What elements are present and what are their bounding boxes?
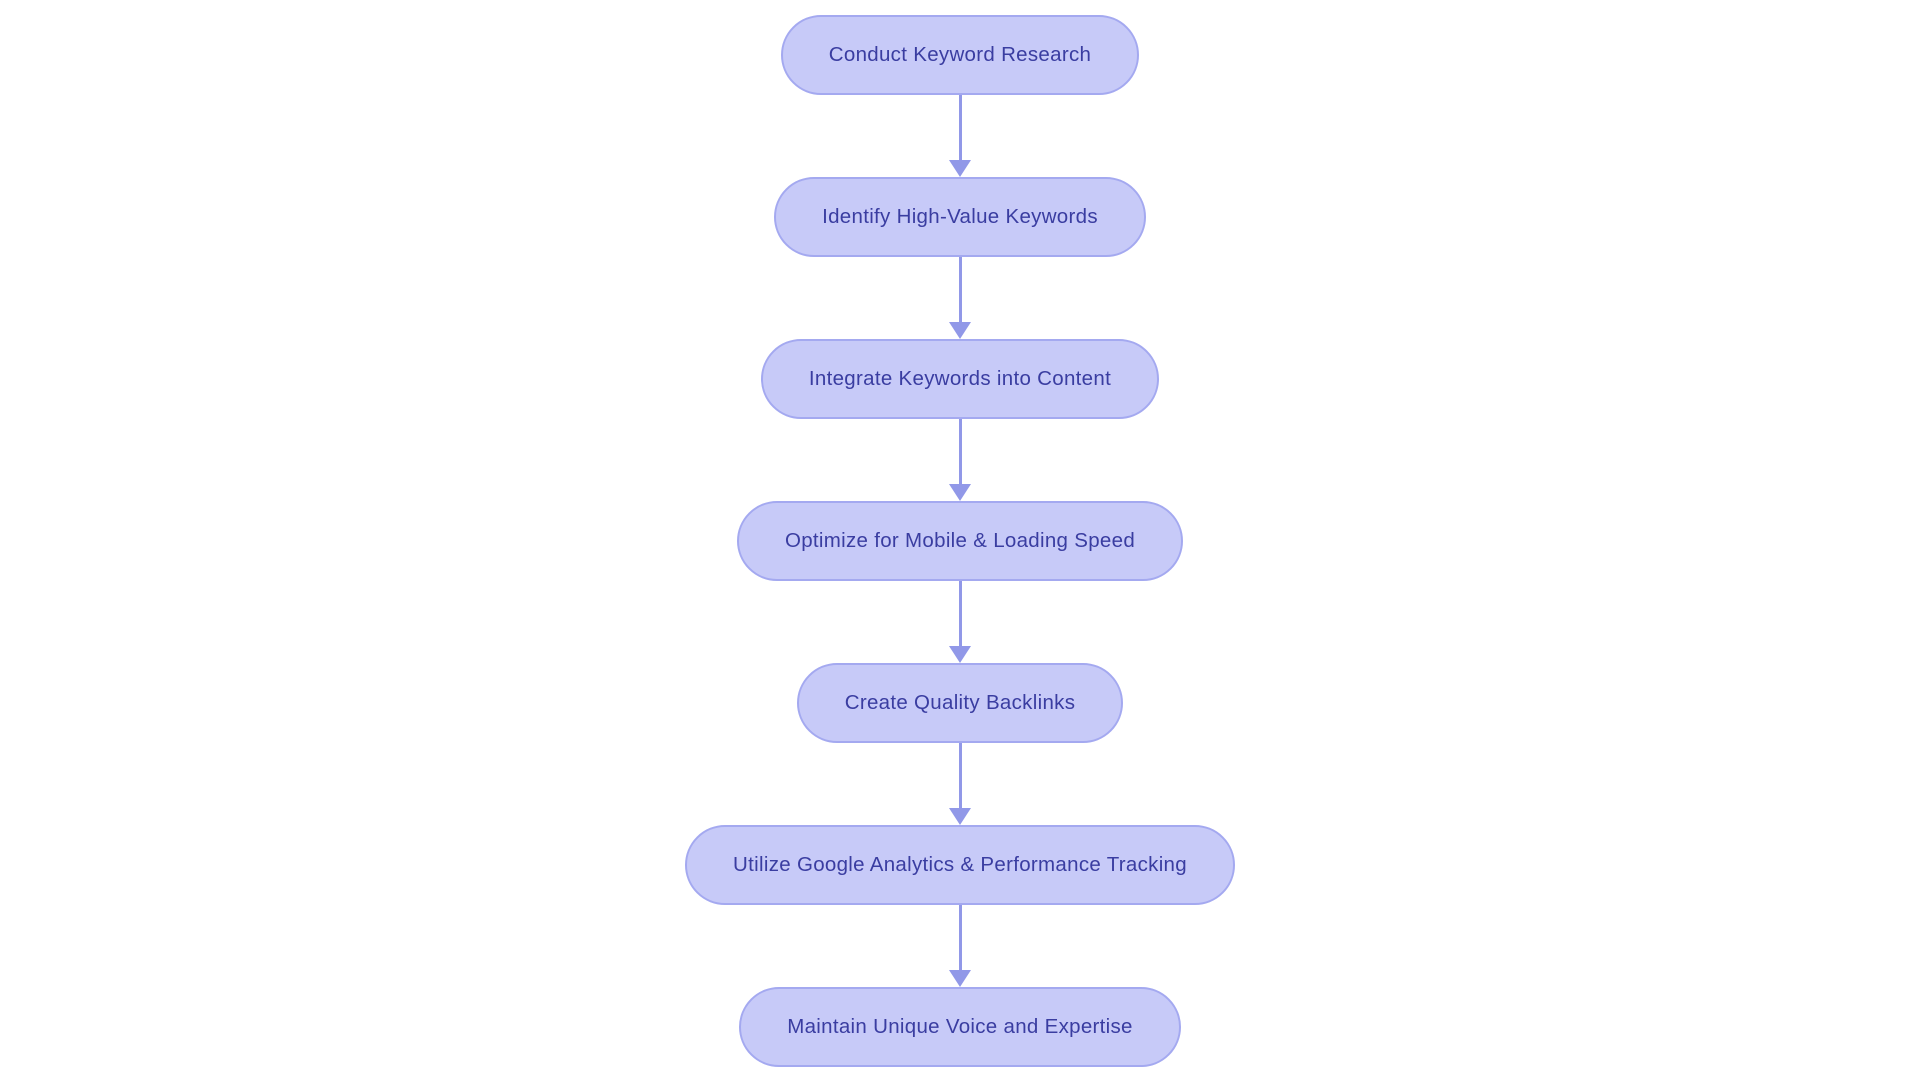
flow-connector xyxy=(949,905,971,987)
arrow-line xyxy=(958,257,962,323)
flow-connector xyxy=(949,419,971,501)
flowchart: Conduct Keyword Research Identify High-V… xyxy=(0,15,1920,1067)
flow-node-label: Create Quality Backlinks xyxy=(844,691,1076,714)
flow-node-label: Integrate Keywords into Content xyxy=(808,367,1112,390)
arrow-down-icon xyxy=(949,970,971,987)
arrow-line xyxy=(958,905,962,971)
flow-connector xyxy=(949,257,971,339)
flow-node: Maintain Unique Voice and Expertise xyxy=(739,987,1181,1067)
arrow-down-icon xyxy=(949,484,971,501)
flow-node: Conduct Keyword Research xyxy=(780,15,1140,95)
flow-connector xyxy=(949,581,971,663)
flow-connector xyxy=(949,743,971,825)
arrow-down-icon xyxy=(949,322,971,339)
flow-node-label: Utilize Google Analytics & Performance T… xyxy=(733,853,1187,876)
arrow-down-icon xyxy=(949,808,971,825)
arrow-line xyxy=(958,419,962,485)
flow-node-label: Maintain Unique Voice and Expertise xyxy=(787,1015,1133,1038)
flow-node: Create Quality Backlinks xyxy=(796,663,1124,743)
flow-node: Integrate Keywords into Content xyxy=(760,339,1160,419)
flow-connector xyxy=(949,95,971,177)
arrow-down-icon xyxy=(949,160,971,177)
flow-node-label: Optimize for Mobile & Loading Speed xyxy=(784,529,1136,552)
flow-node: Identify High-Value Keywords xyxy=(774,177,1146,257)
arrow-line xyxy=(958,95,962,161)
arrow-down-icon xyxy=(949,646,971,663)
flow-node-label: Identify High-Value Keywords xyxy=(822,205,1098,228)
flow-node: Utilize Google Analytics & Performance T… xyxy=(685,825,1235,905)
arrow-line xyxy=(958,743,962,809)
flow-node-label: Conduct Keyword Research xyxy=(828,43,1092,66)
flow-node: Optimize for Mobile & Loading Speed xyxy=(736,501,1184,581)
arrow-line xyxy=(958,581,962,647)
